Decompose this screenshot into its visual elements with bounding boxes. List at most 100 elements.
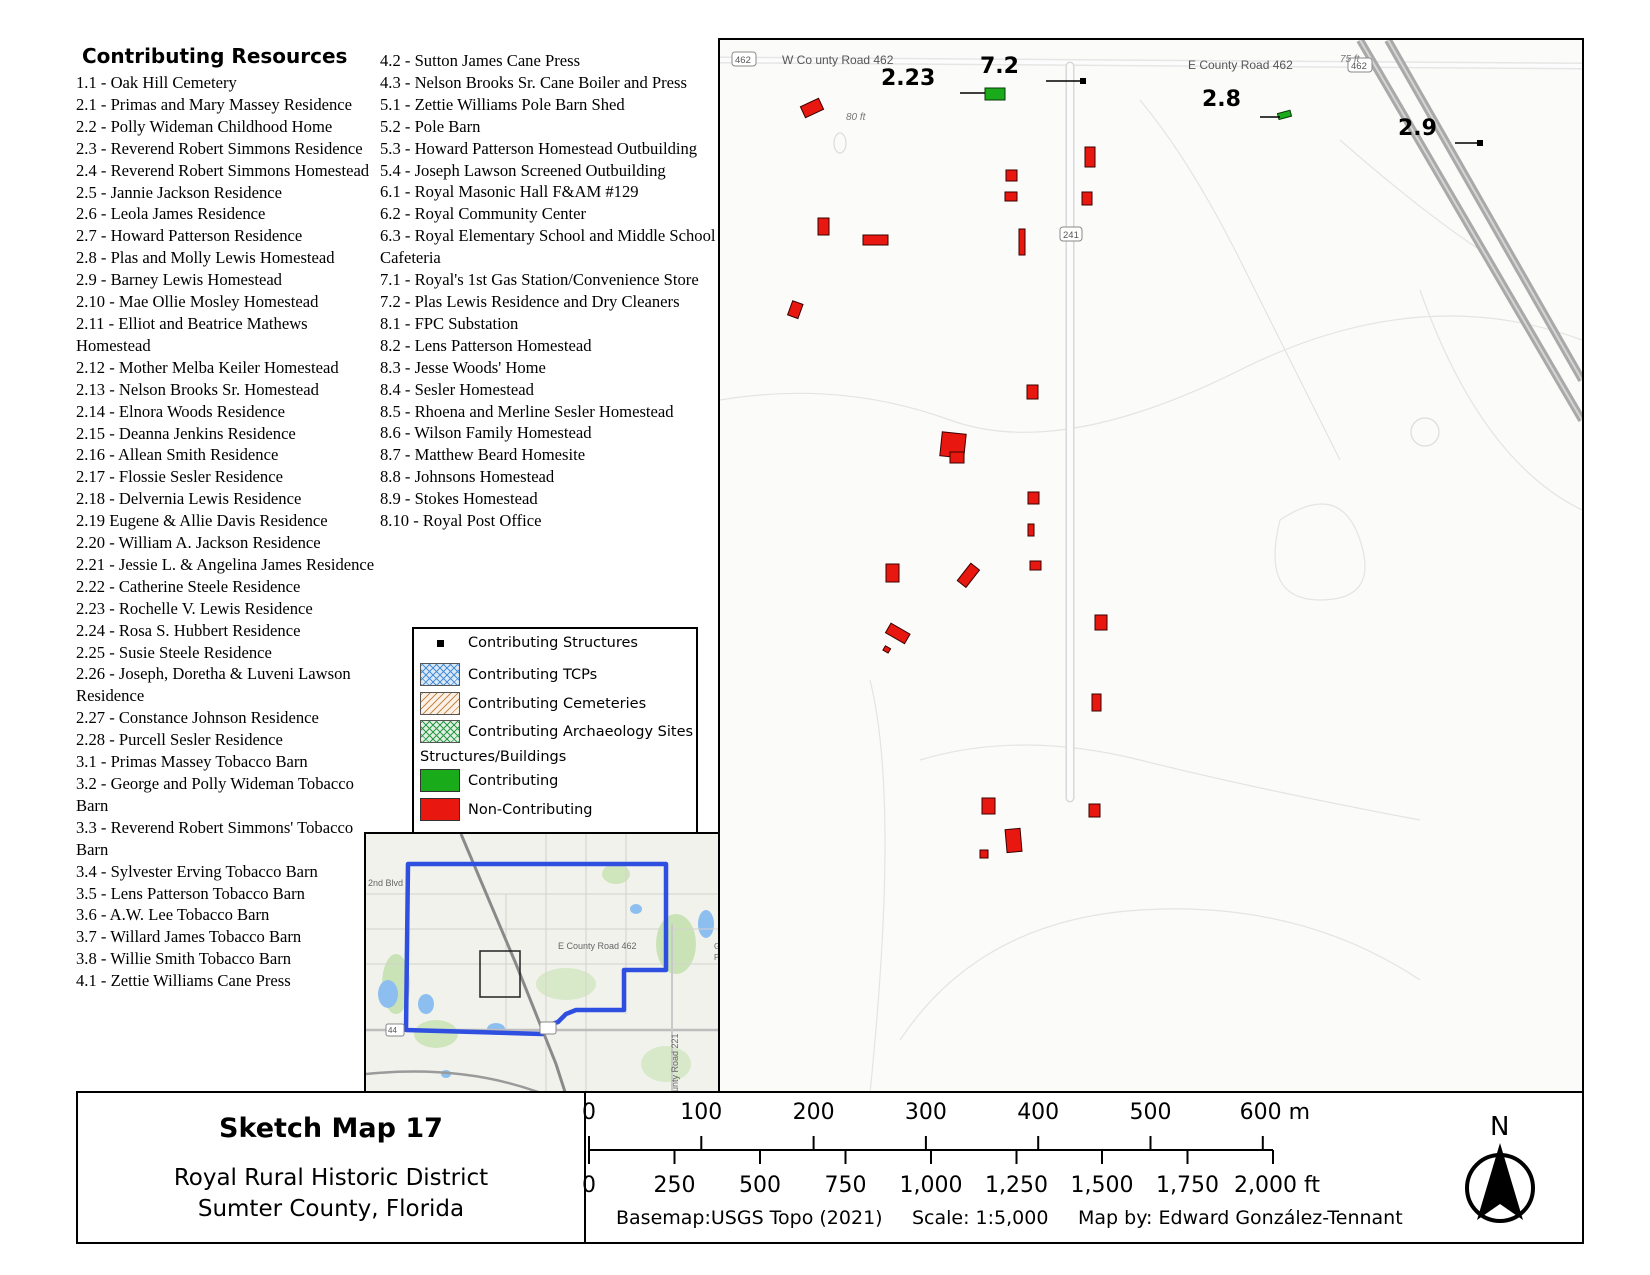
feet-tick-label: 0 [582,1173,596,1198]
resource-item: 8.8 - Johnsons Homestead [380,467,555,487]
resource-item: 2.14 - Elnora Woods Residence [76,401,285,421]
map-author: Map by: Edward González-Tennant [1078,1207,1403,1229]
resource-item: 2.2 - Polly Wideman Childhood Home [76,116,333,136]
legend-cemeteries: Contributing Cemeteries [414,692,646,715]
map-label-2-9: 2.9 [1398,116,1437,141]
building [1027,491,1040,505]
legend-archaeology: Contributing Archaeology Sites [414,720,693,743]
feet-tick-label: 1,000 [899,1173,963,1198]
resource-item: 2.5 - Jannie Jackson Residence [76,182,282,202]
resource-item: 8.2 - Lens Patterson Homestead [380,335,592,355]
resource-item: 8.9 - Stokes Homestead [380,489,538,509]
resource-item: 3.2 - George and Polly Wideman Tobacco B… [76,774,354,815]
resource-item: 2.25 - Susie Steele Residence [76,642,272,662]
meter-tick-label: 600 m [1239,1100,1311,1125]
resource-item: 2.13 - Nelson Brooks Sr. Homestead [76,379,319,399]
inset-street-label: 2nd Blvd [368,878,403,888]
meter-tick-label: 300 [904,1100,947,1125]
legend-cemeteries-label: Contributing Cemeteries [468,695,647,712]
resource-item: 2.22 - Catherine Steele Residence [76,576,301,596]
legend-contributing-label: Contributing [468,772,559,789]
building [1026,384,1039,400]
resource-item: 5.4 - Joseph Lawson Screened Outbuilding [380,160,666,180]
resource-item: 2.4 - Reverend Robert Simmons Homestead [76,160,370,180]
feet-tick-label: 2,000 ft [1234,1173,1320,1198]
resource-item: 2.16 - Allean Smith Residence [76,445,279,465]
archaeology-swatch-icon [420,720,460,743]
resource-item: 2.6 - Leola James Residence [76,204,266,224]
resource-item: 8.3 - Jesse Woods' Home [380,357,546,377]
legend-archaeology-label: Contributing Archaeology Sites [468,723,694,740]
meter-tick-label: 200 [792,1100,835,1125]
north-arrow: N [1460,1108,1540,1228]
legend-contributing: Contributing [414,769,558,792]
resource-item: 5.2 - Pole Barn [380,116,481,136]
resource-item: 8.6 - Wilson Family Homestead [380,423,592,443]
non-contributing-swatch-icon [420,798,460,821]
building [984,87,1006,101]
resource-item: 8.4 - Sesler Homestead [380,379,534,399]
feet-tick-label: 1,250 [985,1173,1048,1198]
shield-462-right: 462 [1351,61,1367,72]
resource-item: 3.5 - Lens Patterson Tobacco Barn [76,883,305,903]
resource-item: 7.2 - Plas Lewis Residence and Dry Clean… [380,291,680,311]
tcp-swatch-icon [420,663,460,686]
building [1005,169,1018,182]
map-label-2-23: 2.23 [881,66,936,91]
contributing-swatch-icon [420,769,460,792]
resource-item: 2.17 - Flossie Sesler Residence [76,467,283,487]
resource-item: 8.7 - Matthew Beard Homesite [380,445,586,465]
building [1081,191,1093,206]
elevation-label-80: 80 ft [846,112,867,123]
building [1004,827,1023,854]
meter-tick-label: 100 [680,1100,723,1125]
legend-structures: Contributing Structures [414,635,638,651]
resource-item: 2.20 - William A. Jackson Residence [76,533,321,553]
bottom-divider [76,1091,1584,1093]
resource-item: 8.1 - FPC Substation [380,313,519,333]
feet-tick-label: 250 [653,1173,696,1198]
building [981,797,996,815]
resource-item: 2.3 - Reverend Robert Simmons Residence [76,138,363,158]
meter-tick-label: 0 [582,1100,596,1125]
bottom-vertical-divider [584,1091,586,1244]
legend: Contributing Structures Contributing TCP… [412,627,698,837]
building [979,849,989,859]
resource-item: 2.7 - Howard Patterson Residence [76,226,303,246]
building [817,217,830,236]
resource-item: 2.10 - Mae Ollie Mosley Homestead [76,292,319,312]
title-block: Sketch Map 17 Royal Rural Historic Distr… [78,1093,584,1243]
meter-tick-label: 500 [1129,1100,1172,1125]
scale-bar-graphic [588,1136,1274,1164]
resource-item: 3.4 - Sylvester Erving Tobacco Barn [76,861,318,881]
resource-item: 3.3 - Reverend Robert Simmons' Tobacco B… [76,817,354,859]
building [956,562,981,589]
building [1094,614,1108,631]
resource-item: 2.27 - Constance Johnson Residence [76,708,319,728]
inset-edge-label-2: P [714,953,719,962]
resource-item: 4.2 - Sutton James Cane Press [380,51,581,70]
building [1084,146,1096,168]
resource-item: 2.9 - Barney Lewis Homestead [76,270,282,290]
structure-point [1080,78,1086,84]
district-name: Royal Rural Historic District [173,1165,489,1191]
resource-item: 5.1 - Zettie Williams Pole Barn Shed [380,94,625,114]
inset-edge-label-1: G [714,942,720,951]
feet-tick-label: 750 [824,1173,867,1198]
feet-tick-label: 1,750 [1156,1173,1219,1198]
building [1018,228,1026,256]
resource-item: 6.3 - Royal Elementary School and Middle… [380,226,716,268]
resources-title: Contributing Resources [82,44,348,68]
map-label-7-2: 7.2 [980,54,1019,79]
meter-tick-label: 400 [1017,1100,1060,1125]
resource-item: 2.24 - Rosa S. Hubbert Residence [76,620,301,640]
map-label-2-8: 2.8 [1202,87,1241,112]
legend-tcps-label: Contributing TCPs [468,666,598,683]
resource-item: 2.8 - Plas and Molly Lewis Homestead [76,248,335,268]
county-name: Sumter County, Florida [197,1196,465,1222]
resource-item: 2.11 - Elliot and Beatrice Mathews Homes… [76,313,308,355]
building [862,234,889,246]
resource-item: 3.1 - Primas Massey Tobacco Barn [76,752,308,772]
legend-buildings-heading: Structures/Buildings [420,749,567,765]
building [882,645,892,654]
